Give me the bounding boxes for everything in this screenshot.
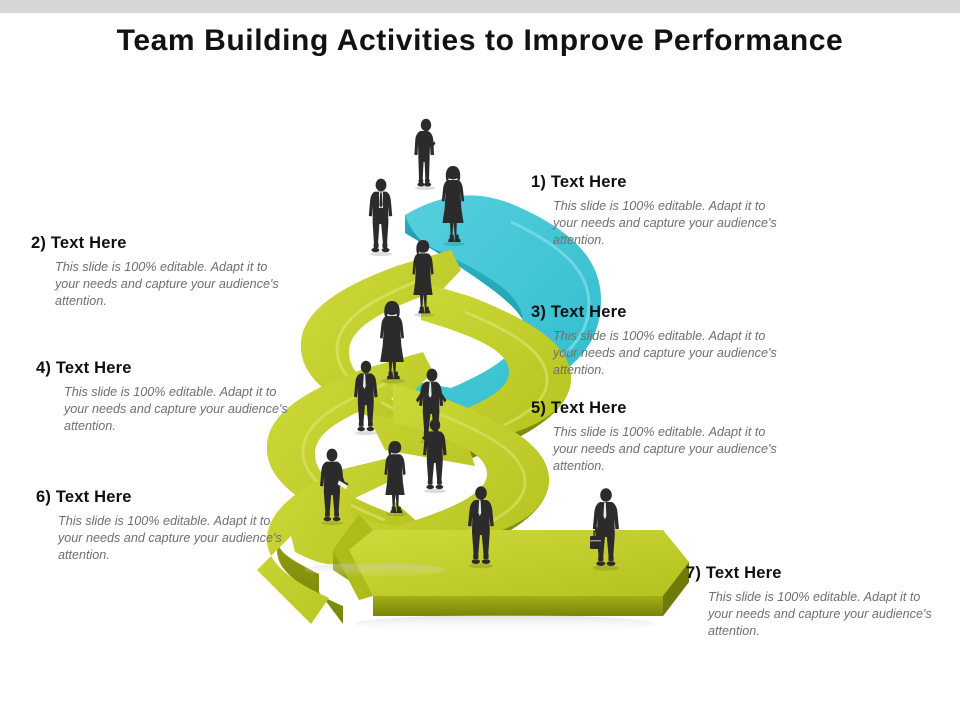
text-block-5: 5) Text Here This slide is 100% editable… [531,399,789,475]
segment-7-top [333,530,689,596]
segment-5-top [339,384,549,568]
text-block-1-heading: 1) Text Here [531,173,627,191]
segment-3-top [367,282,571,466]
text-block-7-heading: 7) Text Here [686,564,782,582]
text-block-2: 2) Text Here This slide is 100% editable… [31,234,291,310]
top-gray-band [0,0,960,13]
person-silhouette-woman-arms-crossed-lower [380,440,410,516]
ground-shadow-1 [355,615,655,633]
person-silhouette-man-hand-on-chin [463,485,499,571]
person-silhouette-man-holding-folder [315,448,351,528]
person-silhouette-woman-long-coat [375,300,409,384]
segment-6-top [257,456,397,624]
text-block-3: 3) Text Here This slide is 100% editable… [531,303,789,379]
segment-3-inner-highlight [462,310,549,442]
person-silhouette-man-standing [349,360,383,438]
segment-7-arrowhead-side [663,562,689,616]
ground-shadow-2 [305,563,445,577]
text-block-6-heading: 6) Text Here [36,488,132,506]
person-silhouette-woman-arms-crossed [408,239,438,317]
segment-7-shaft-side [373,596,663,616]
text-block-1: 1) Text Here This slide is 100% editable… [531,173,789,249]
text-block-5-body: This slide is 100% editable. Adapt it to… [553,425,777,473]
text-block-4: 4) Text Here This slide is 100% editable… [36,359,300,435]
person-silhouette-man-arms-crossed [409,118,443,190]
text-block-2-body: This slide is 100% editable. Adapt it to… [55,260,279,308]
text-block-7-body: This slide is 100% editable. Adapt it to… [708,590,932,638]
person-silhouette-man-with-briefcase [586,487,626,573]
page-title: Team Building Activities to Improve Perf… [116,24,844,57]
text-block-5-heading: 5) Text Here [531,399,627,417]
segment-7-notch [333,514,373,600]
text-block-4-body: This slide is 100% editable. Adapt it to… [64,385,288,433]
person-silhouette-man-lower-center [418,418,452,496]
person-silhouette-man-walking [365,178,399,258]
text-block-3-body: This slide is 100% editable. Adapt it to… [553,329,777,377]
text-block-4-heading: 4) Text Here [36,359,132,377]
text-block-2-heading: 2) Text Here [31,234,127,252]
serpentine-arrow-graphic [255,100,705,640]
text-block-3-heading: 3) Text Here [531,303,627,321]
text-block-7: 7) Text Here This slide is 100% editable… [686,564,944,640]
text-block-6: 6) Text Here This slide is 100% editable… [36,488,294,564]
person-silhouette-woman-standing [437,165,469,247]
text-block-6-body: This slide is 100% editable. Adapt it to… [58,514,282,562]
text-block-1-body: This slide is 100% editable. Adapt it to… [553,199,777,247]
